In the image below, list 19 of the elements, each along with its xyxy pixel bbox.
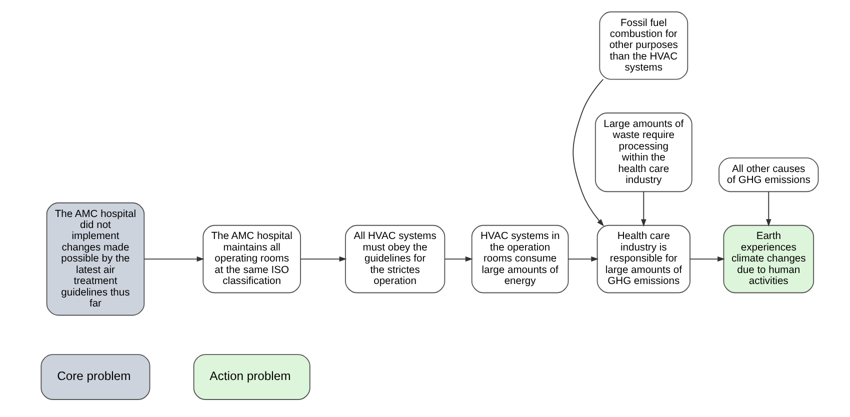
arrow [300, 256, 346, 262]
legend-label: Action problem [209, 369, 290, 384]
arrow [766, 191, 771, 227]
legend-label: Core problem [56, 369, 130, 384]
node-box: Fossil fuel combustion for other purposes than the HVAC systems [598, 11, 688, 80]
node-box: Large amounts of waste require processing within the health care industry [594, 112, 692, 192]
node-box: Earth experiences climate changes due to human activities [722, 224, 814, 294]
node-box: All HVAC systems must obey the guidelines for the strictes operation [344, 224, 445, 294]
node-box: The AMC hospital maintains all operating rooms at the same ISO classification [202, 224, 300, 294]
arrow [689, 256, 725, 262]
arrow [567, 256, 598, 262]
arrow [640, 191, 646, 227]
arrow [444, 256, 472, 262]
node-box: The AMC hospital did not implement changes made possible by the latest air treatment guidelines thus far [46, 202, 144, 316]
arrow [143, 256, 204, 262]
node-box: All other causes of GHG emissions [718, 157, 818, 192]
node-box: Health care industry is responsible for large amounts of GHG emissions [596, 224, 690, 294]
node-box: HVAC systems in the operation rooms consume large amounts of energy [470, 224, 568, 294]
arrow [572, 78, 604, 226]
